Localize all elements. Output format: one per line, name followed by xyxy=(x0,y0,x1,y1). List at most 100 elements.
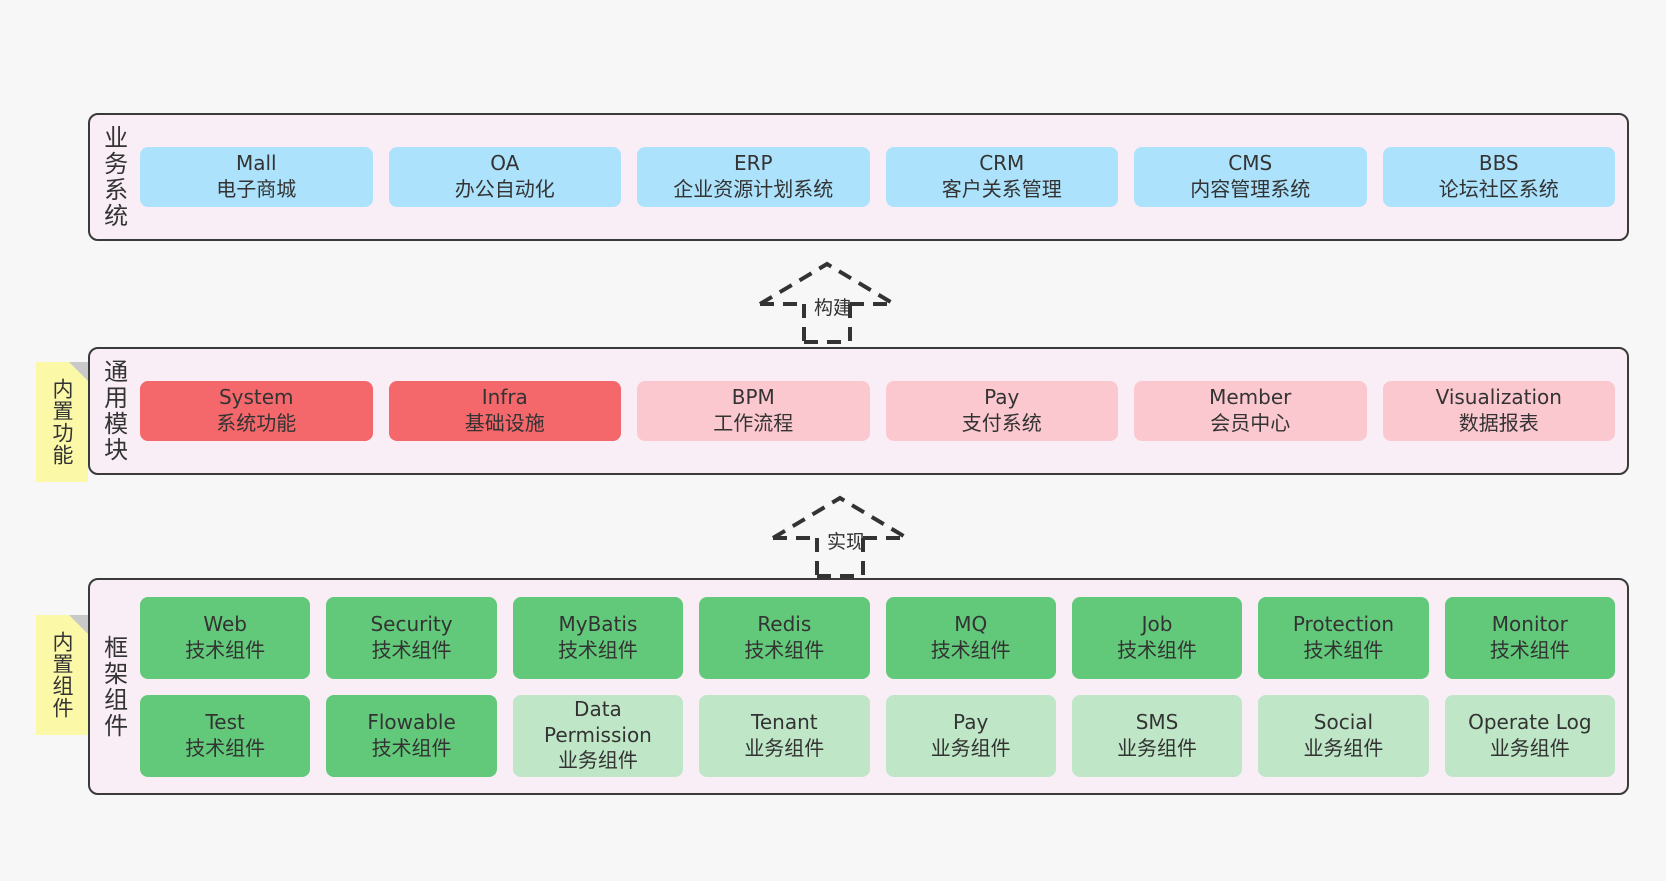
node-subtitle: 业务组件 xyxy=(1489,735,1570,760)
node-title: Mall xyxy=(235,151,277,176)
node-monitor[interactable]: Monitor 技术组件 xyxy=(1444,596,1615,679)
layer-framework-component[interactable]: 框架组件 Web 技术组件 Security 技术组件 MyBatis 技术组件… xyxy=(88,578,1629,795)
node-subtitle: 基础设施 xyxy=(464,411,545,435)
node-bbs[interactable]: BBS 论坛社区系统 xyxy=(1382,147,1615,207)
node-mq[interactable]: MQ 技术组件 xyxy=(885,596,1056,679)
node-subtitle: 工作流程 xyxy=(713,411,794,435)
node-subtitle: 内容管理系统 xyxy=(1190,177,1311,201)
node-title: CMS xyxy=(1228,151,1273,176)
layer-label-common-module: 通用模块 xyxy=(99,359,128,463)
node-title: Redis xyxy=(757,611,812,636)
node-title: Visualization xyxy=(1435,385,1562,410)
node-operate-log[interactable]: Operate Log 业务组件 xyxy=(1444,694,1615,777)
connector-build: 构建 xyxy=(758,258,898,344)
generalization-arrow-icon xyxy=(771,495,909,578)
node-protection[interactable]: Protection 技术组件 xyxy=(1258,596,1429,679)
node-title: Pay xyxy=(953,709,989,734)
node-subtitle: 支付系统 xyxy=(961,411,1042,435)
connector-implement: 实现 xyxy=(771,492,911,578)
node-mall[interactable]: Mall 电子商城 xyxy=(140,147,373,207)
node-system[interactable]: System 系统功能 xyxy=(140,381,373,441)
node-subtitle: 技术组件 xyxy=(371,637,452,662)
node-job[interactable]: Job 技术组件 xyxy=(1071,596,1243,679)
node-title: Social xyxy=(1313,709,1374,734)
layer-body-business-system: Mall 电子商城 OA 办公自动化 ERP 企业资源计划系统 CRM 客户关系… xyxy=(136,115,1627,239)
layer-common-module[interactable]: 通用模块 System 系统功能 Infra 基础设施 BPM 工作流程 Pay… xyxy=(88,347,1629,475)
node-erp[interactable]: ERP 企业资源计划系统 xyxy=(637,147,870,207)
connector-build-label: 构建 xyxy=(814,297,853,319)
node-crm[interactable]: CRM 客户关系管理 xyxy=(885,147,1118,207)
node-title: Infra xyxy=(481,385,528,410)
layer-body-common-module: System 系统功能 Infra 基础设施 BPM 工作流程 Pay 支付系统… xyxy=(136,349,1627,473)
node-title: Monitor xyxy=(1491,611,1568,636)
layer-business-system[interactable]: 业务系统 Mall 电子商城 OA 办公自动化 ERP 企业资源计划系统 CRM… xyxy=(88,113,1629,241)
node-subtitle: 业务组件 xyxy=(744,735,825,760)
node-title: Job xyxy=(1141,611,1173,636)
node-mybatis[interactable]: MyBatis 技术组件 xyxy=(512,596,684,679)
node-subtitle: 办公自动化 xyxy=(454,177,555,201)
node-title: Pay xyxy=(984,385,1020,410)
layer-label-business-system: 业务系统 xyxy=(99,125,128,229)
node-title: Security xyxy=(370,611,453,636)
node-tenant[interactable]: Tenant 业务组件 xyxy=(699,694,870,777)
node-subtitle: 企业资源计划系统 xyxy=(673,177,834,201)
node-title: System xyxy=(218,385,294,410)
node-sms[interactable]: SMS 业务组件 xyxy=(1071,694,1243,777)
node-subtitle: 技术组件 xyxy=(557,637,638,662)
node-test[interactable]: Test 技术组件 xyxy=(140,694,311,777)
node-cms[interactable]: CMS 内容管理系统 xyxy=(1134,147,1367,207)
node-subtitle: 业务组件 xyxy=(1117,735,1198,760)
node-social[interactable]: Social 业务组件 xyxy=(1258,694,1429,777)
node-title: Member xyxy=(1209,385,1292,410)
sticky-note-text: 内置组件 xyxy=(50,631,75,719)
node-visualization[interactable]: Visualization 数据报表 xyxy=(1382,381,1615,441)
node-title: OA xyxy=(490,151,520,176)
node-subtitle: 数据报表 xyxy=(1458,411,1539,435)
node-title: Flowable xyxy=(367,709,456,734)
node-title: BBS xyxy=(1478,151,1519,176)
node-security[interactable]: Security 技术组件 xyxy=(326,596,497,679)
layer-body-framework-component: Web 技术组件 Security 技术组件 MyBatis 技术组件 Redi… xyxy=(136,580,1627,793)
folded-corner-icon xyxy=(69,362,88,381)
node-redis[interactable]: Redis 技术组件 xyxy=(699,596,870,679)
node-title: Web xyxy=(203,611,247,636)
node-subtitle: 技术组件 xyxy=(1117,637,1198,662)
connector-implement-label: 实现 xyxy=(827,531,866,553)
node-oa[interactable]: OA 办公自动化 xyxy=(388,147,621,207)
node-title: MyBatis xyxy=(558,611,638,636)
node-subtitle: 技术组件 xyxy=(930,637,1011,662)
layer-row: Web 技术组件 Security 技术组件 MyBatis 技术组件 Redi… xyxy=(140,596,1615,679)
node-subtitle: 技术组件 xyxy=(371,735,452,760)
node-subtitle: 论坛社区系统 xyxy=(1438,177,1559,201)
node-web[interactable]: Web 技术组件 xyxy=(140,596,311,679)
node-title: Protection xyxy=(1292,611,1395,636)
layer-row: Mall 电子商城 OA 办公自动化 ERP 企业资源计划系统 CRM 客户关系… xyxy=(140,147,1615,207)
node-subtitle: 技术组件 xyxy=(185,735,266,760)
node-pay-business[interactable]: Pay 业务组件 xyxy=(885,694,1056,777)
node-title: Tenant xyxy=(751,709,818,734)
node-bpm[interactable]: BPM 工作流程 xyxy=(637,381,870,441)
sticky-note-text: 内置功能 xyxy=(50,378,75,466)
node-subtitle: 电子商城 xyxy=(216,177,297,201)
node-flowable[interactable]: Flowable 技术组件 xyxy=(326,694,497,777)
node-subtitle: 业务组件 xyxy=(930,735,1011,760)
node-title: SMS xyxy=(1135,709,1179,734)
node-subtitle: 业务组件 xyxy=(1303,735,1384,760)
node-title: ERP xyxy=(733,151,773,176)
node-subtitle: 技术组件 xyxy=(1489,637,1570,662)
node-pay[interactable]: Pay 支付系统 xyxy=(885,381,1118,441)
node-title: BPM xyxy=(731,385,775,410)
layer-row: System 系统功能 Infra 基础设施 BPM 工作流程 Pay 支付系统… xyxy=(140,381,1615,441)
node-infra[interactable]: Infra 基础设施 xyxy=(388,381,621,441)
node-subtitle: 技术组件 xyxy=(1303,637,1384,662)
node-data-permission[interactable]: Data Permission 业务组件 xyxy=(512,694,684,777)
node-subtitle: 技术组件 xyxy=(744,637,825,662)
node-title: Test xyxy=(205,709,245,734)
node-member[interactable]: Member 会员中心 xyxy=(1134,381,1367,441)
folded-corner-icon xyxy=(69,615,88,634)
generalization-arrow-icon xyxy=(758,261,896,344)
node-subtitle: 客户关系管理 xyxy=(941,177,1062,201)
node-title: Operate Log xyxy=(1468,709,1592,734)
node-title: Data Permission xyxy=(543,697,652,747)
